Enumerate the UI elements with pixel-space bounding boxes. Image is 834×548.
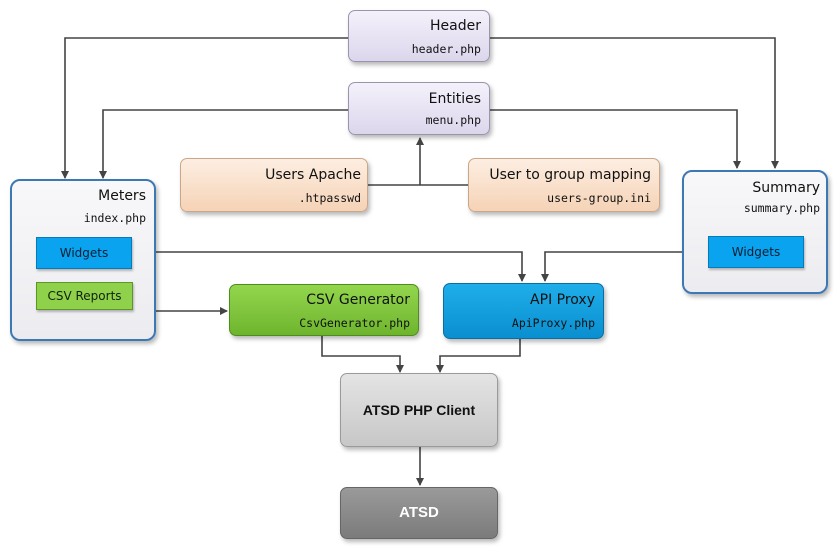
user-group-file: users-group.ini (547, 191, 651, 205)
arrow-entities-to-meters (99, 109, 348, 179)
entities-file: menu.php (425, 113, 481, 127)
arrow-meters-widgets-to-api (130, 251, 526, 282)
api-proxy-file: ApiProxy.php (511, 316, 595, 330)
users-apache-node: Users Apache .htpasswd (180, 158, 368, 212)
meters-file: index.php (83, 211, 146, 225)
user-group-title: User to group mapping (489, 167, 651, 183)
atsd-title: ATSD (399, 504, 439, 521)
entities-node: Entities menu.php (348, 82, 490, 135)
api-proxy-title: API Proxy (530, 292, 595, 308)
entities-title: Entities (428, 91, 481, 107)
user-group-node: User to group mapping users-group.ini (468, 158, 660, 212)
header-file: header.php (411, 42, 481, 56)
csv-generator-node: CSV Generator CsvGenerator.php (229, 284, 419, 336)
users-apache-file: .htpasswd (298, 191, 361, 205)
meters-page: Meters index.php Widgets CSV Reports (10, 179, 156, 341)
meters-widgets: Widgets (36, 237, 132, 269)
arrow-proxy-to-client (436, 339, 521, 373)
api-proxy-node: API Proxy ApiProxy.php (443, 283, 604, 339)
summary-widgets: Widgets (708, 236, 804, 268)
arrow-users-to-entities (368, 138, 468, 186)
csv-generator-file: CsvGenerator.php (299, 316, 410, 330)
atsd-php-client-title: ATSD PHP Client (362, 402, 476, 418)
arrow-generator-to-client (321, 336, 404, 373)
atsd-node: ATSD (340, 487, 498, 539)
header-node: Header header.php (348, 10, 490, 62)
summary-title: Summary (752, 180, 820, 196)
atsd-php-client-node: ATSD PHP Client (340, 373, 498, 447)
arrow-header-to-meters (61, 37, 348, 179)
meters-title: Meters (98, 188, 146, 204)
arrow-header-to-summary (490, 37, 779, 169)
arrow-entities-to-summary (490, 109, 741, 169)
meters-csv-reports: CSV Reports (36, 282, 133, 310)
summary-page: Summary summary.php Widgets (682, 170, 828, 294)
arrow-summary-widgets-to-api (541, 251, 708, 282)
summary-file: summary.php (743, 201, 820, 215)
csv-generator-title: CSV Generator (306, 292, 410, 308)
users-apache-title: Users Apache (265, 167, 361, 183)
header-title: Header (430, 18, 481, 34)
